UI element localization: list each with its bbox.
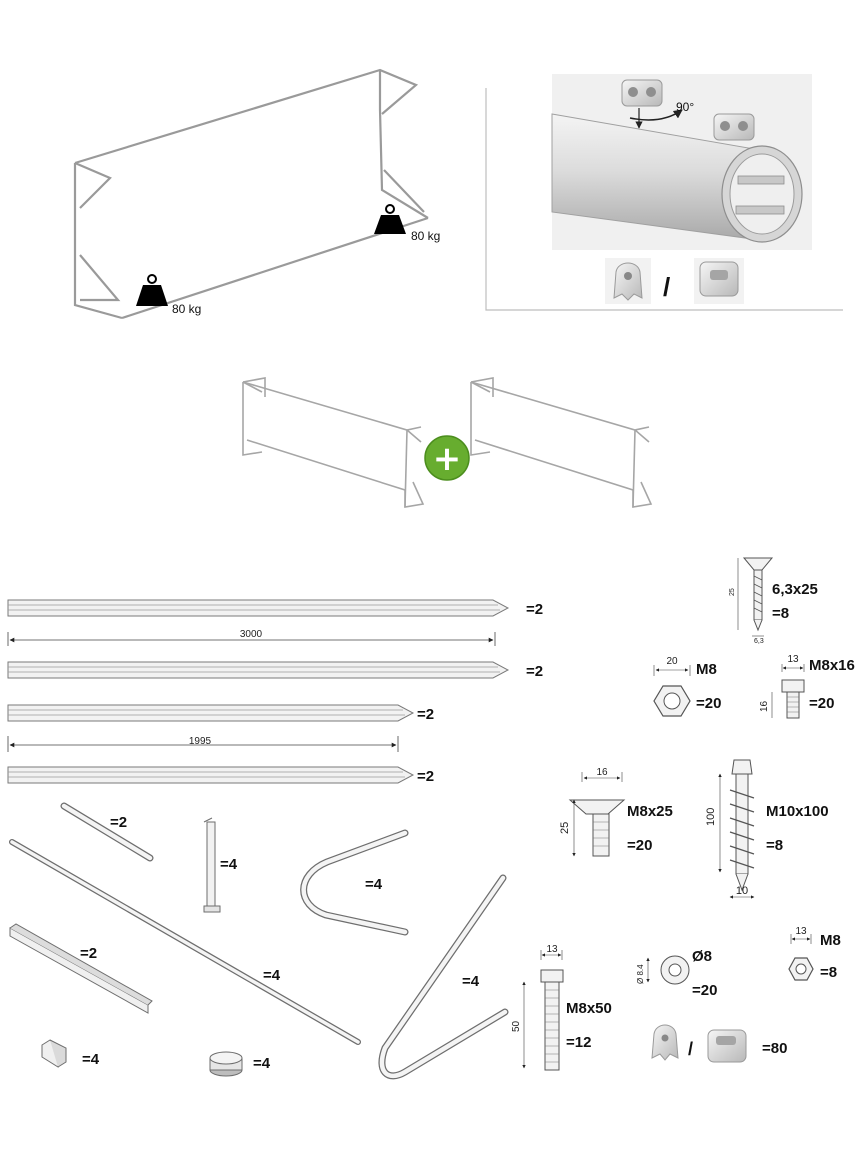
end-cap-icon <box>209 1051 243 1077</box>
slot-clips-separator: / <box>688 1039 693 1059</box>
clip-separator: / <box>663 272 670 302</box>
bracket-qty: =4 <box>220 856 238 873</box>
bolt-m8x50-name: M8x50 <box>566 1000 612 1017</box>
screw-63x25-dim-length: 25 <box>729 588 736 596</box>
rail-1995-a-qty: =2 <box>417 706 434 723</box>
corner-clip <box>41 1039 67 1068</box>
hex-nut-m8-qty: =20 <box>696 695 721 712</box>
large-frame <box>378 874 509 1080</box>
slot-clip-side-icon <box>707 1029 747 1063</box>
clip-front-icon <box>605 258 651 304</box>
plus-glyph: + <box>433 439 462 479</box>
slot-clip-icon-mounted <box>713 113 755 141</box>
bolt-m8x25-dim-head: 16 <box>596 767 608 778</box>
bolt-m8x25-name: M8x25 <box>627 803 673 820</box>
clip-side-icon <box>694 258 744 304</box>
bolt-m8x16-icon <box>771 664 805 719</box>
slot-clips-qty: =80 <box>762 1040 787 1057</box>
anchor-m10x100-icon <box>718 759 755 899</box>
rotation-angle-label: 90° <box>676 100 694 114</box>
rail-1995-a <box>7 704 415 722</box>
panel-border <box>485 88 843 311</box>
bolt-m8x25-icon <box>568 772 626 857</box>
dimension-1995: 1995 <box>7 736 399 752</box>
anchor-m10x100-name: M10x100 <box>766 803 829 820</box>
flat-bar <box>9 923 153 1014</box>
washer-8-qty: =20 <box>692 982 717 999</box>
frame-combination-diagram: + <box>242 377 653 508</box>
rail-1995-b <box>7 766 415 784</box>
rail-3000-b-qty: =2 <box>526 663 543 680</box>
anchor-m10x100-dim-width: 10 <box>736 885 748 897</box>
rail-1995-b-qty: =2 <box>417 768 434 785</box>
slot-clip-icon-top <box>621 79 663 107</box>
parts-rails: =2 3000 =2 =2 1995 =2 <box>7 599 543 785</box>
large-frame-qty: =4 <box>462 973 480 990</box>
short-tube-qty: =2 <box>110 814 127 831</box>
slot-clip-front-icon <box>651 1024 679 1061</box>
bolt-m8x50-dim-length: 50 <box>511 1020 522 1032</box>
bracket <box>203 817 221 913</box>
bolt-m8x50-dim-head: 13 <box>546 944 558 955</box>
rail-3000-b <box>7 661 510 679</box>
plus-icon: + <box>424 435 470 481</box>
hex-nut-m8-dim: 20 <box>666 656 678 667</box>
rotation-arrow-icon <box>629 109 683 121</box>
flat-bar-qty: =2 <box>80 945 97 962</box>
hex-nut-m8-small-icon <box>788 934 814 981</box>
long-tube <box>9 839 361 1045</box>
curved-arm-qty: =4 <box>365 876 383 893</box>
tube-icon <box>551 113 803 243</box>
bolt-m8x16-dim-head: 13 <box>787 654 799 665</box>
anchor-m10x100-qty: =8 <box>766 837 783 854</box>
washer-8-dim: Ø 8.4 <box>636 964 645 984</box>
weight-label-left: 80 kg <box>172 302 201 316</box>
corner-clip-qty: =4 <box>82 1051 100 1068</box>
hex-nut-m8-icon <box>653 665 691 717</box>
bolt-m8x16-dim-length: 16 <box>759 700 770 712</box>
weight-icon-left <box>136 274 168 306</box>
screw-63x25-qty: =8 <box>772 605 789 622</box>
short-tube <box>60 802 154 862</box>
hex-nut-m8-name: M8 <box>696 661 717 678</box>
dimension-3000-label: 3000 <box>240 629 263 640</box>
anchor-m10x100-dim-length: 100 <box>705 808 717 826</box>
goal-frame-load-diagram: 80 kg 80 kg <box>73 68 440 320</box>
bolt-m8x16-qty: =20 <box>809 695 834 712</box>
curved-arm <box>300 829 409 936</box>
dimension-1995-label: 1995 <box>189 736 212 747</box>
rotation-detail-panel: 90° / <box>485 74 843 311</box>
rail-3000-a <box>7 599 510 617</box>
washer-8-name: Ø8 <box>692 948 712 965</box>
screw-63x25-icon <box>737 557 774 637</box>
frame-outline-right <box>470 377 653 508</box>
hex-nut-m8-small-qty: =8 <box>820 964 837 981</box>
weight-icon-right <box>374 204 406 234</box>
washer-8-icon <box>646 955 690 985</box>
bolt-m8x25-qty: =20 <box>627 837 652 854</box>
screw-63x25-dim-width: 6,3 <box>754 638 764 645</box>
hex-nut-m8-small-dim: 13 <box>795 926 807 937</box>
bolt-m8x16-name: M8x16 <box>809 657 855 674</box>
bolt-m8x25-dim-length: 25 <box>559 822 571 834</box>
rail-3000-a-qty: =2 <box>526 601 543 618</box>
parts-small: =2 =4 =2 =4 =4 =4 =4 <box>9 802 787 1080</box>
dimension-3000: 3000 <box>7 629 496 646</box>
bolt-m8x50-qty: =12 <box>566 1034 591 1051</box>
hardware: 25 6,3 6,3x25 =8 20 M8 =20 13 16 M8x16 =… <box>511 557 855 1071</box>
screw-63x25-name: 6,3x25 <box>772 581 818 598</box>
long-tube-qty: =4 <box>263 967 281 984</box>
frame-outline-left <box>242 377 425 508</box>
weight-label-right: 80 kg <box>411 229 440 243</box>
bolt-m8x50-icon <box>522 950 564 1071</box>
hex-nut-m8-small-name: M8 <box>820 932 841 949</box>
end-cap-qty: =4 <box>253 1055 271 1072</box>
